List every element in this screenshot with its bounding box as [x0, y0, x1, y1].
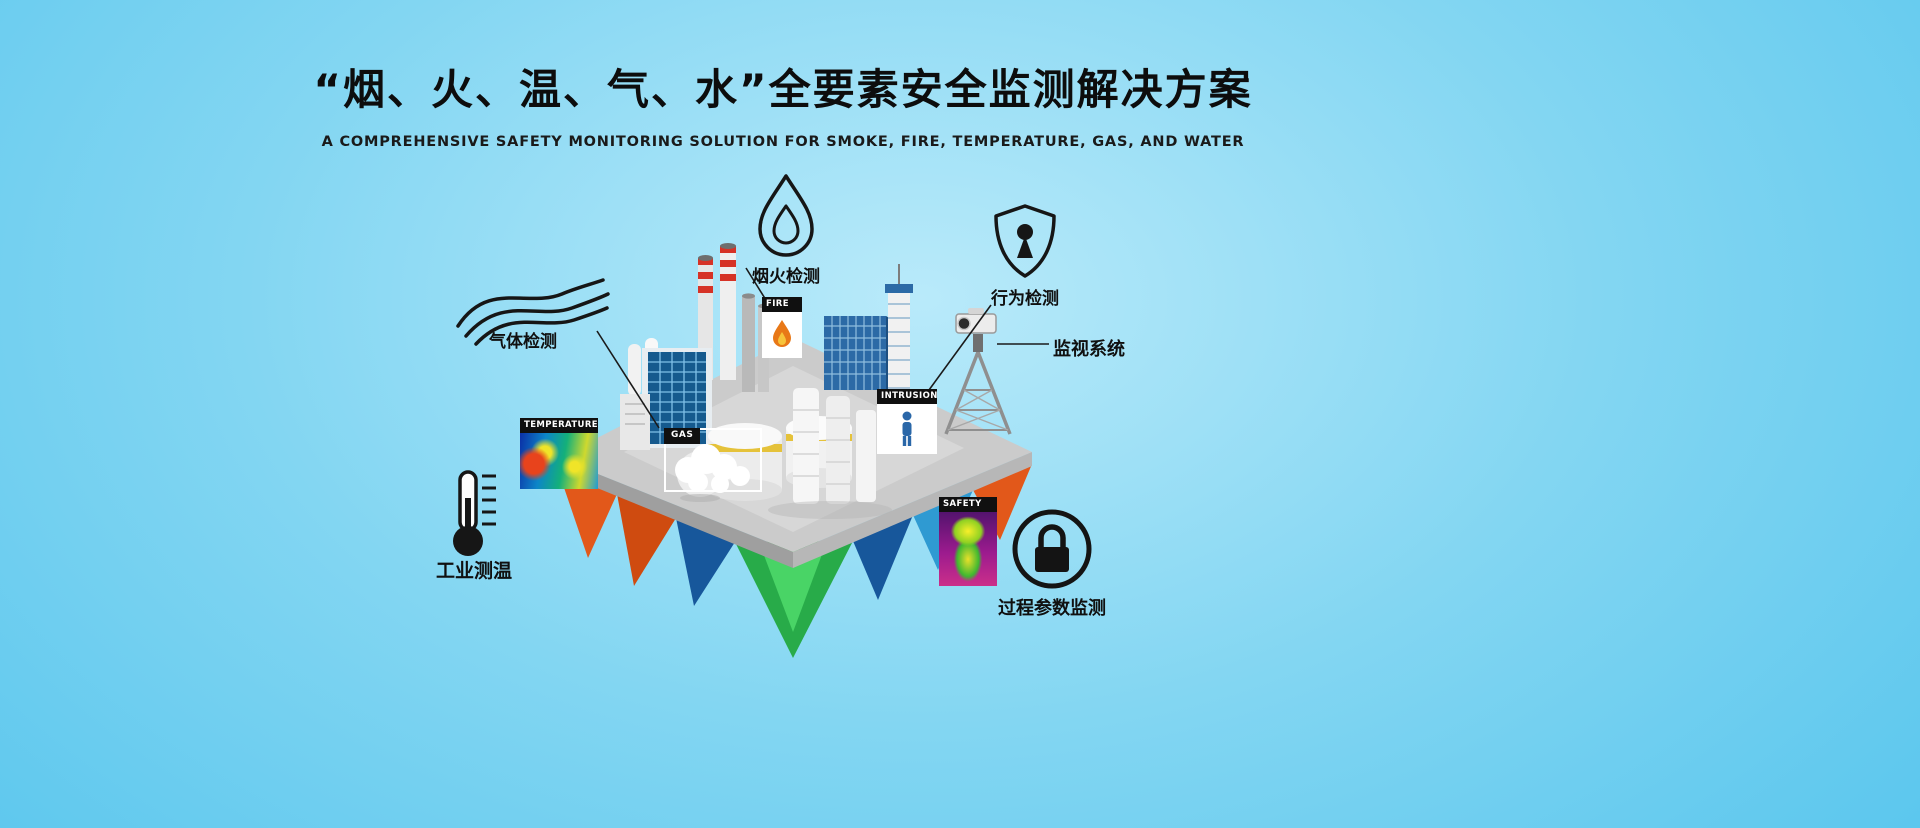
page-title: “烟、火、温、气、水”全要素安全监测解决方案 — [313, 65, 1253, 114]
temperature-panel: TEMPERATURE — [520, 418, 598, 490]
gas-smoke-puffs — [675, 444, 750, 493]
intrusion-image — [877, 404, 937, 455]
cctv-camera-icon — [955, 308, 997, 334]
gas-detection-label: 气体检测 — [489, 332, 557, 352]
intrusion-panel: INTRUSION — [877, 389, 937, 455]
banner-header: “烟、火、温、气、水”全要素安全监测解决方案 A COMPREHENSIVE S… — [0, 56, 1566, 150]
shield-keyhole-icon — [994, 204, 1056, 278]
smoke-waves-icon — [456, 278, 610, 346]
fire-tag: FIRE — [762, 297, 802, 313]
behavior-detection-label: 行为检测 — [991, 289, 1059, 309]
thermal-scene-image — [520, 433, 598, 490]
smoke-fire-detection-label: 烟火检测 — [752, 267, 820, 287]
small-flame-icon — [773, 320, 791, 348]
surveillance-system-label: 监视系统 — [1053, 339, 1125, 360]
lock-icon — [1012, 509, 1092, 589]
safety-tag: SAFETY — [939, 497, 997, 513]
fire-panel: FIRE — [762, 297, 802, 359]
island-underside — [558, 464, 1032, 658]
temperature-tag: TEMPERATURE — [520, 418, 598, 434]
gas-tag: GAS — [664, 428, 701, 444]
intrusion-tag: INTRUSION — [877, 389, 937, 405]
thermometer-icon — [453, 470, 496, 556]
flame-icon — [758, 174, 814, 257]
safety-panel: SAFETY — [939, 497, 997, 587]
thermal-person-image — [939, 512, 997, 587]
connector-lines — [596, 267, 1049, 429]
gas-detection-box — [664, 428, 762, 492]
fire-image — [762, 312, 802, 359]
industrial-temperature-label: 工业测温 — [436, 560, 513, 582]
surveillance-tower — [944, 308, 1012, 435]
process-parameter-label: 过程参数监测 — [998, 598, 1106, 619]
worker-icon — [902, 411, 912, 447]
page-subtitle: A COMPREHENSIVE SAFETY MONITORING SOLUTI… — [321, 134, 1245, 150]
